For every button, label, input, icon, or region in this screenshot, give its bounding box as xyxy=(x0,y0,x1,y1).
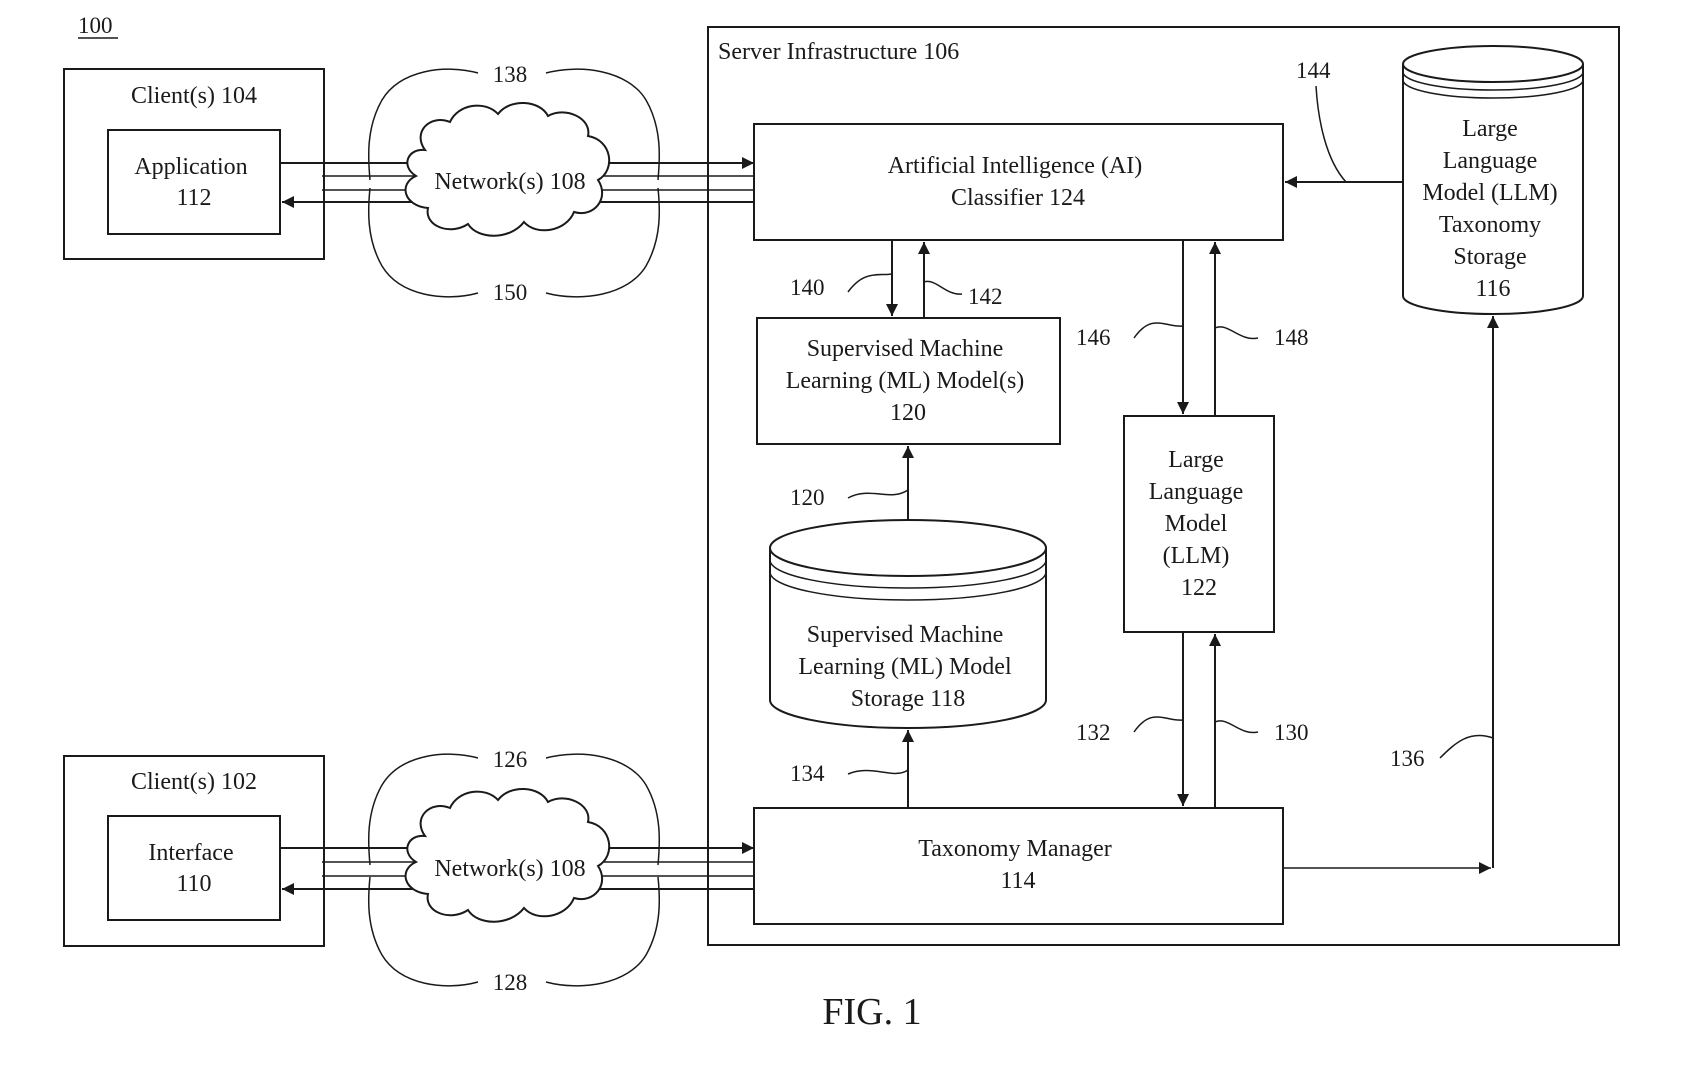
llm-taxonomy-storage-116: Large Language Model (LLM) Taxonomy Stor… xyxy=(1403,46,1583,314)
server-infrastructure-label: Server Infrastructure 106 xyxy=(718,39,959,65)
ref-126: 126 xyxy=(493,747,528,772)
network-108-top-label: Network(s) 108 xyxy=(434,169,585,195)
ref-146: 146 xyxy=(1076,325,1111,350)
ref-138: 138 xyxy=(493,62,528,87)
llm-122: Large Language Model (LLM) 122 xyxy=(1124,416,1274,632)
supervised-ml-storage-118: Supervised Machine Learning (ML) Model S… xyxy=(770,520,1046,728)
client-102-label: Client(s) 102 xyxy=(131,769,257,795)
network-108-bottom: 126 128 Network(s) 108 xyxy=(369,747,660,995)
client-104-label: Client(s) 104 xyxy=(131,83,257,109)
network-108-top: 138 150 Network(s) 108 xyxy=(369,62,660,305)
ref-140: 140 xyxy=(790,275,825,300)
ref-142: 142 xyxy=(968,284,1003,309)
figure-caption: FIG. 1 xyxy=(822,991,921,1033)
ref-144: 144 xyxy=(1296,58,1331,83)
taxonomy-manager-114: Taxonomy Manager 114 xyxy=(754,808,1283,924)
ref-128: 128 xyxy=(493,970,528,995)
ref-130: 130 xyxy=(1274,720,1309,745)
ref-148: 148 xyxy=(1274,325,1309,350)
ref-132: 132 xyxy=(1076,720,1111,745)
ref-136: 136 xyxy=(1390,746,1425,771)
client-102: Client(s) 102 Interface 110 xyxy=(64,756,324,946)
ref-134: 134 xyxy=(790,761,825,786)
ai-classifier-124: Artificial Intelligence (AI) Classifier … xyxy=(754,124,1283,240)
supervised-ml-model-120: Supervised Machine Learning (ML) Model(s… xyxy=(757,318,1060,444)
ref-150: 150 xyxy=(493,280,528,305)
figure-number: 100 xyxy=(78,13,113,38)
ref-120: 120 xyxy=(790,485,825,510)
network-108-bottom-label: Network(s) 108 xyxy=(434,856,585,882)
